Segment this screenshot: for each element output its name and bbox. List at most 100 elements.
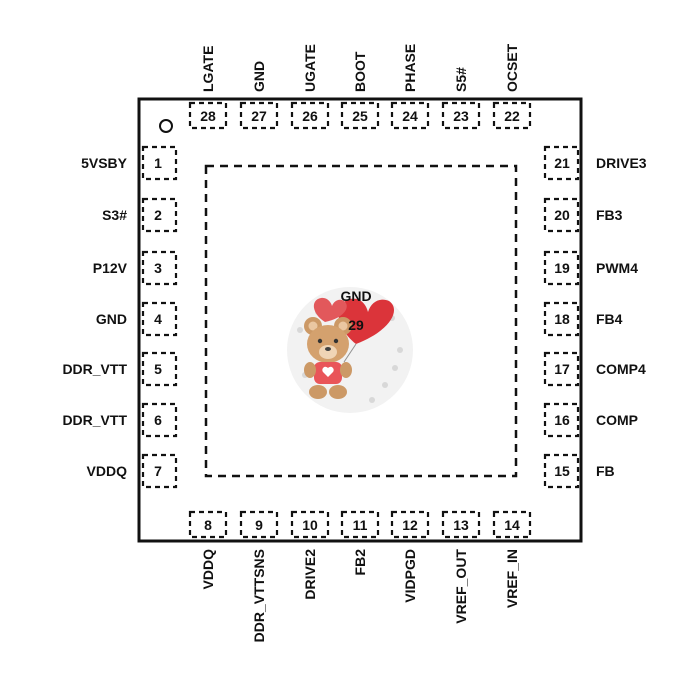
pin-left: 4 GND: [96, 301, 178, 337]
pin-pad-outline: [141, 453, 178, 489]
pin-number: 8: [204, 517, 212, 533]
pin-name: FB3: [596, 207, 623, 223]
pin-pad-outline: [188, 510, 228, 539]
pin-number: 28: [200, 108, 216, 124]
pin-number: 16: [554, 412, 570, 428]
pin-number: 18: [554, 311, 570, 327]
pin-pad-outline: [543, 351, 580, 387]
pin-top: 26 UGATE: [290, 44, 330, 130]
pin-right: 19 PWM4: [543, 250, 638, 286]
pin-number: 22: [504, 108, 520, 124]
pin-pad-outline: [141, 301, 178, 337]
pin-name: OCSET: [504, 43, 520, 92]
pin-number: 20: [554, 207, 570, 223]
pin-number: 10: [302, 517, 318, 533]
pin-name: FB2: [352, 549, 368, 576]
pin-left: 7 VDDQ: [87, 453, 178, 489]
pin-number: 19: [554, 260, 570, 276]
pin-pad-outline: [290, 101, 330, 130]
pin-name: S3#: [102, 207, 127, 223]
pin-number: 27: [251, 108, 267, 124]
pin-number: 6: [154, 412, 162, 428]
pin-left: 5 DDR_VTT: [62, 351, 178, 387]
pin-number: 5: [154, 361, 162, 377]
pin-pad-outline: [239, 510, 279, 539]
pin-left: 2 S3#: [102, 197, 178, 233]
pin-name: DDR_VTT: [62, 361, 127, 377]
pin-pad-outline: [543, 402, 580, 438]
pin-pad-outline: [543, 453, 580, 489]
pin-number: 23: [453, 108, 469, 124]
pin-pad-outline: [340, 510, 380, 539]
pin-pad-outline: [543, 250, 580, 286]
pin-right: 17 COMP4: [543, 351, 646, 387]
pin-name: GND: [96, 311, 127, 327]
pin-name: GND: [251, 61, 267, 92]
pin-name: UGATE: [302, 44, 318, 92]
pin-name: COMP4: [596, 361, 646, 377]
pin-pad-outline: [492, 101, 532, 130]
pin-pad-outline: [340, 101, 380, 130]
pin-right: 16 COMP: [543, 402, 638, 438]
pin-number: 9: [255, 517, 263, 533]
pin-name: DDR_VTTSNS: [251, 549, 267, 642]
pin-number: 11: [353, 517, 368, 533]
pin-number: 12: [402, 517, 418, 533]
pin-pad-outline: [390, 101, 430, 130]
pin-pad-outline: [141, 145, 178, 181]
pin-name: DDR_VTT: [62, 412, 127, 428]
pin-top: 27 GND: [239, 61, 279, 130]
pin-number: 4: [154, 311, 162, 327]
pin-number: 24: [402, 108, 418, 124]
pin-name: VDDQ: [87, 463, 128, 479]
pin-name: 5VSBY: [81, 155, 128, 171]
pin-number: 2: [154, 207, 162, 223]
pin-name: VIDPGD: [402, 549, 418, 603]
pin-name: DRIVE2: [302, 549, 318, 600]
pin-number: 13: [453, 517, 469, 533]
ic-package-outline: [137, 97, 583, 543]
pin-number: 17: [554, 361, 570, 377]
pin-name: COMP: [596, 412, 638, 428]
pin-pad-outline: [141, 197, 178, 233]
pin-name: P12V: [93, 260, 128, 276]
pin-pad-outline: [543, 197, 580, 233]
pin-pad-outline: [390, 510, 430, 539]
top-pin-row: 28LGATE27GND26UGATE25BOOT24PHASE23S5#22O…: [188, 43, 532, 130]
pin-number: 15: [554, 463, 570, 479]
pin-name: PHASE: [402, 44, 418, 92]
pin-name: VDDQ: [200, 549, 216, 590]
pin-name: PWM4: [596, 260, 638, 276]
pin-name: VREF_OUT: [453, 549, 469, 624]
pin-number: 7: [154, 463, 162, 479]
pin-name: DRIVE3: [596, 155, 647, 171]
teddy-bear-watermark-icon: [287, 287, 413, 413]
pin-pad-outline: [543, 301, 580, 337]
pin-pad-outline: [239, 101, 279, 130]
pin-pad-outline: [543, 145, 580, 181]
pin-name: VREF_IN: [504, 549, 520, 608]
pin-pad-outline: [141, 351, 178, 387]
thermal-pad-outline: [204, 164, 518, 478]
pin-pad-outline: [290, 510, 330, 539]
pin-top: 22 OCSET: [492, 43, 532, 130]
thermal-pad-name: GND: [340, 288, 371, 304]
pin-left: 6 DDR_VTT: [62, 402, 178, 438]
pin-pad-outline: [441, 510, 481, 539]
pin-pad-outline: [141, 402, 178, 438]
pin1-marker-icon: [159, 119, 173, 133]
pin-number: 26: [302, 108, 318, 124]
pin-top: 24 PHASE: [390, 44, 430, 130]
